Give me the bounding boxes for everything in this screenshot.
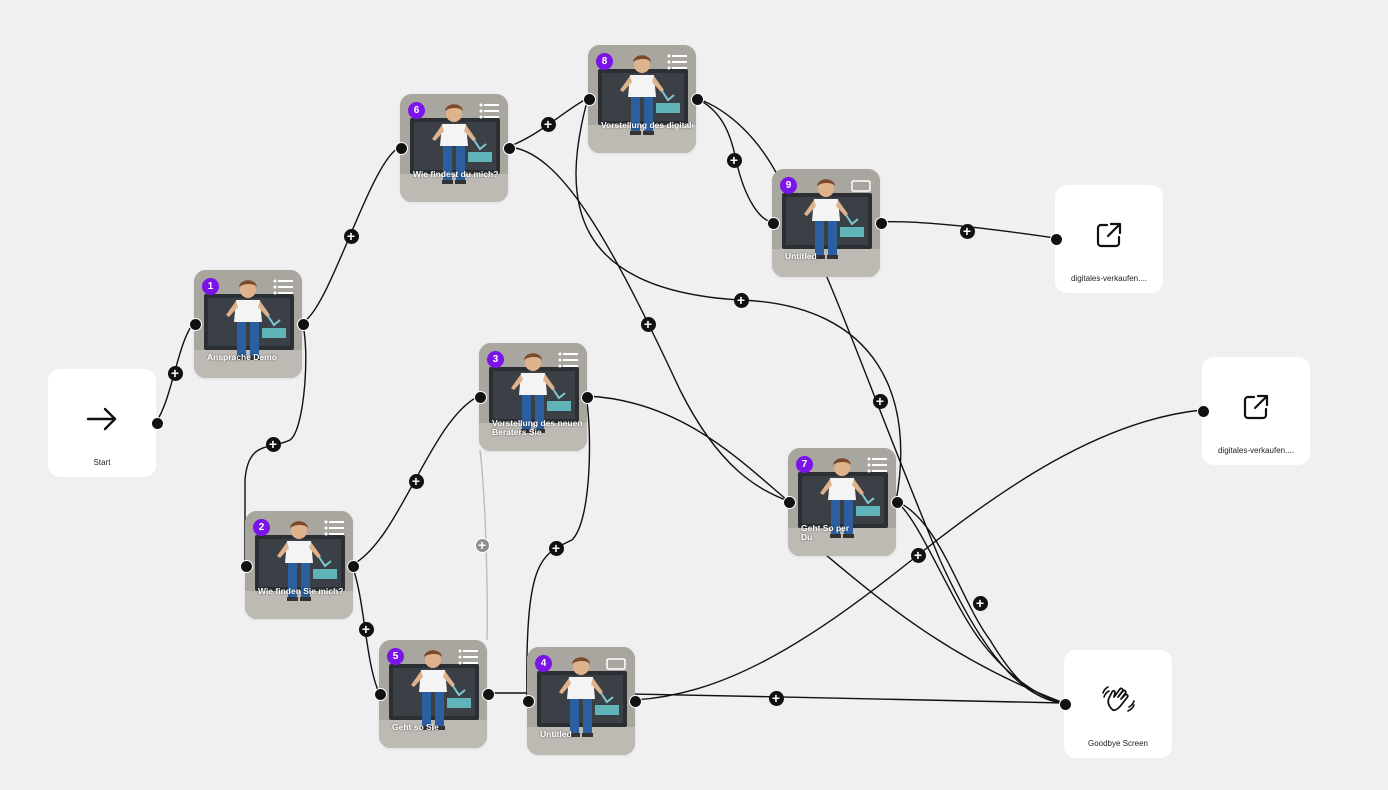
list-icon [479, 103, 499, 119]
connection-line[interactable] [526, 395, 591, 701]
rectangle-icon [606, 658, 626, 670]
scene-node-4[interactable]: 4 Untitled [527, 647, 635, 755]
add-step-button[interactable]: + [358, 621, 374, 637]
arrow-right-icon [86, 407, 117, 431]
link-label: digitales-verkaufen.... [1217, 446, 1295, 455]
scene-title: Vorstellung des neuen Beraters Sie [492, 418, 583, 437]
list-icon [667, 54, 687, 70]
connection-handle[interactable] [782, 495, 796, 509]
scene-title: Untitled [785, 251, 817, 261]
scene-node-7[interactable]: 7 Geht So per Du [788, 448, 896, 556]
start-label: Start [93, 458, 111, 467]
connection-handle[interactable] [346, 559, 360, 573]
scene-node-8[interactable]: 8 Vorstellung des digitalen Beraters DU [588, 45, 696, 153]
goodbye-label: Goodbye Screen [1087, 739, 1149, 748]
scene-thumbnail [479, 343, 587, 451]
list-icon [867, 457, 887, 473]
scene-node-1[interactable]: 1 Ansprache Demo [194, 270, 302, 378]
scene-thumbnail [194, 270, 302, 378]
scene-node-2[interactable]: 2 Wie finden Sie mich? [245, 511, 353, 619]
scene-title: Wie finden Sie mich? [258, 586, 344, 596]
scene-node-5[interactable]: 5 Geht so Sie [379, 640, 487, 748]
scene-title: Geht so Sie [392, 722, 439, 732]
connection-handle[interactable] [890, 495, 904, 509]
scene-node-3[interactable]: 3 Vorstellung des neuen Beraters Sie [479, 343, 587, 451]
connection-handle[interactable] [481, 687, 495, 701]
link-node-1[interactable]: digitales-verkaufen.... [1055, 185, 1163, 293]
add-step-button[interactable]: + [640, 316, 656, 332]
list-icon [458, 649, 478, 665]
connection-handle[interactable] [766, 216, 780, 230]
connection-handle[interactable] [582, 92, 596, 106]
add-step-button[interactable]: + [872, 393, 888, 409]
scene-title: Wie findest du mich? [413, 169, 499, 179]
connection-handle[interactable] [1049, 232, 1063, 246]
list-icon [324, 520, 344, 536]
connection-line[interactable] [895, 500, 1065, 704]
add-step-button[interactable]: + [474, 537, 490, 553]
link-node-2[interactable]: digitales-verkaufen.... [1202, 357, 1310, 465]
add-step-button[interactable]: + [726, 152, 742, 168]
link-label: digitales-verkaufen.... [1070, 274, 1148, 283]
connection-handle[interactable] [580, 390, 594, 404]
add-step-button[interactable]: + [408, 473, 424, 489]
scene-number-badge: 5 [387, 648, 404, 665]
scene-title: Untitled [540, 729, 572, 739]
connection-handle[interactable] [1058, 697, 1072, 711]
connection-line[interactable] [507, 146, 789, 502]
connection-line[interactable] [825, 554, 1065, 704]
scene-title: Ansprache Demo [207, 352, 277, 362]
scene-number-badge: 9 [780, 177, 797, 194]
add-step-button[interactable]: + [548, 540, 564, 556]
scene-number-badge: 3 [487, 351, 504, 368]
goodbye-node[interactable]: Goodbye Screen [1064, 650, 1172, 758]
scene-node-6[interactable]: 6 Wie findest du mich? [400, 94, 508, 202]
connection-handle[interactable] [521, 694, 535, 708]
add-step-button[interactable]: + [910, 547, 926, 563]
connection-handle[interactable] [628, 694, 642, 708]
scene-number-badge: 4 [535, 655, 552, 672]
connection-handle[interactable] [296, 317, 310, 331]
connection-handle[interactable] [150, 416, 164, 430]
add-step-button[interactable]: + [733, 292, 749, 308]
external-link-icon [1096, 222, 1122, 248]
connection-handle[interactable] [690, 92, 704, 106]
connection-handle[interactable] [1196, 404, 1210, 418]
scene-number-badge: 2 [253, 519, 270, 536]
connection-handle[interactable] [502, 141, 516, 155]
connection-line[interactable] [695, 97, 781, 181]
add-step-button[interactable]: + [959, 223, 975, 239]
external-link-icon [1243, 394, 1269, 420]
start-node[interactable]: Start [48, 369, 156, 477]
list-icon [273, 279, 293, 295]
connection-handle[interactable] [473, 390, 487, 404]
scene-number-badge: 7 [796, 456, 813, 473]
add-step-button[interactable]: + [540, 116, 556, 132]
add-step-button[interactable]: + [265, 436, 281, 452]
scene-thumbnail [772, 169, 880, 277]
connection-handle[interactable] [394, 141, 408, 155]
connection-handle[interactable] [373, 687, 387, 701]
scene-title: Geht So per Du [801, 523, 850, 542]
list-icon [558, 352, 578, 368]
add-step-button[interactable]: + [343, 228, 359, 244]
connection-line[interactable] [633, 693, 1065, 704]
connection-handle[interactable] [188, 317, 202, 331]
scene-node-9[interactable]: 9 Untitled [772, 169, 880, 277]
scene-title: Vorstellung des digitalen Beraters DU [601, 121, 693, 130]
connection-handle[interactable] [874, 216, 888, 230]
waving-hand-icon [1102, 686, 1135, 712]
add-step-button[interactable]: + [167, 365, 183, 381]
scene-number-badge: 8 [596, 53, 613, 70]
connection-handle[interactable] [239, 559, 253, 573]
scene-number-badge: 1 [202, 278, 219, 295]
scene-thumbnail [245, 511, 353, 619]
rectangle-icon [851, 180, 871, 192]
add-step-button[interactable]: + [768, 690, 784, 706]
scene-number-badge: 6 [408, 102, 425, 119]
connection-line[interactable] [585, 395, 789, 502]
connection-line[interactable] [244, 322, 307, 565]
add-step-button[interactable]: + [972, 595, 988, 611]
